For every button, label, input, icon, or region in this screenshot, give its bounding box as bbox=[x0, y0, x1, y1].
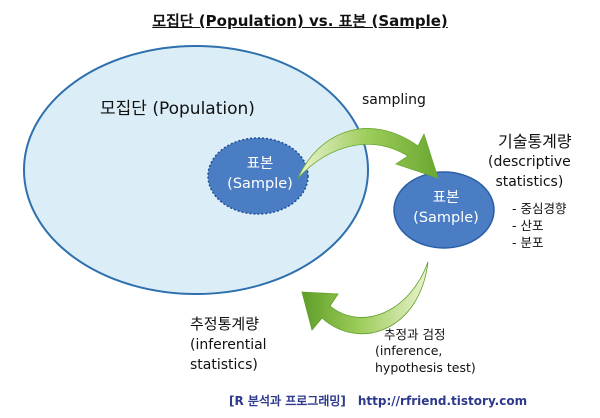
inferential-label-en: (inferential statistics) bbox=[190, 335, 267, 375]
population-label: 모집단 (Population) bbox=[100, 99, 255, 119]
inference-label-ko: 추정과 검정 bbox=[384, 327, 446, 342]
footer-credit: [R 분석과 프로그래밍] http://rfriend.tistory.com bbox=[229, 392, 539, 409]
list-item: - 산포 bbox=[512, 218, 544, 233]
footer-url[interactable]: http://rfriend.tistory.com bbox=[357, 394, 528, 408]
inferential-en-line2: statistics) bbox=[190, 357, 258, 373]
sample-inner-label: 표본 (Sample) bbox=[210, 154, 310, 194]
sample-outer-label-en: (Sample) bbox=[413, 210, 479, 226]
descriptive-en-line1: (descriptive bbox=[488, 154, 571, 170]
list-item: - 중심경향 bbox=[512, 201, 567, 216]
sample-outer-circle bbox=[393, 171, 495, 249]
sample-outer-label-ko: 표본 bbox=[432, 190, 460, 206]
inference-en-line1: (inference, bbox=[375, 343, 443, 358]
sample-inner-label-ko: 표본 bbox=[246, 156, 274, 172]
population-ellipse bbox=[23, 45, 369, 295]
sample-inner-label-en: (Sample) bbox=[227, 176, 293, 192]
inferential-label-ko: 추정통계량 bbox=[190, 315, 260, 333]
sample-inner-circle bbox=[207, 137, 309, 215]
inferential-en-line1: (inferential bbox=[190, 337, 267, 353]
sampling-arrow bbox=[297, 128, 439, 179]
page-title: 모집단 (Population) vs. 표본 (Sample) bbox=[152, 12, 448, 30]
descriptive-list: - 중심경향 - 산포 - 분포 bbox=[512, 200, 566, 251]
list-item: - 분포 bbox=[512, 235, 544, 250]
inference-en-line2: hypothesis test) bbox=[375, 360, 476, 375]
sample-outer-label: 표본 (Sample) bbox=[396, 188, 496, 228]
inference-label-en: (inference, hypothesis test) bbox=[375, 342, 476, 376]
inference-arrow bbox=[301, 261, 429, 335]
descriptive-en-line2: statistics) bbox=[495, 174, 564, 190]
footer-source: [R 분석과 프로그래밍] bbox=[229, 394, 346, 408]
descriptive-label-en: (descriptive statistics) bbox=[488, 152, 571, 192]
descriptive-label-ko: 기술통계량 bbox=[498, 132, 572, 151]
sampling-label: sampling bbox=[362, 92, 426, 108]
